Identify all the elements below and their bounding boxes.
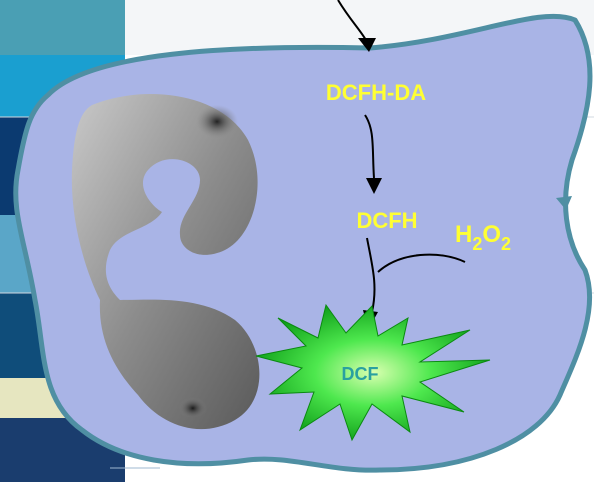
product-label: DCF — [342, 364, 379, 384]
oxidant-o: O — [482, 221, 501, 248]
oxidant-sub-1: 2 — [472, 234, 482, 254]
oxidant-h: H — [455, 221, 472, 248]
intermediate-label: DCFH — [356, 208, 417, 233]
oxidant-sub-2: 2 — [501, 234, 511, 254]
probe-label: DCFH-DA — [326, 80, 426, 105]
